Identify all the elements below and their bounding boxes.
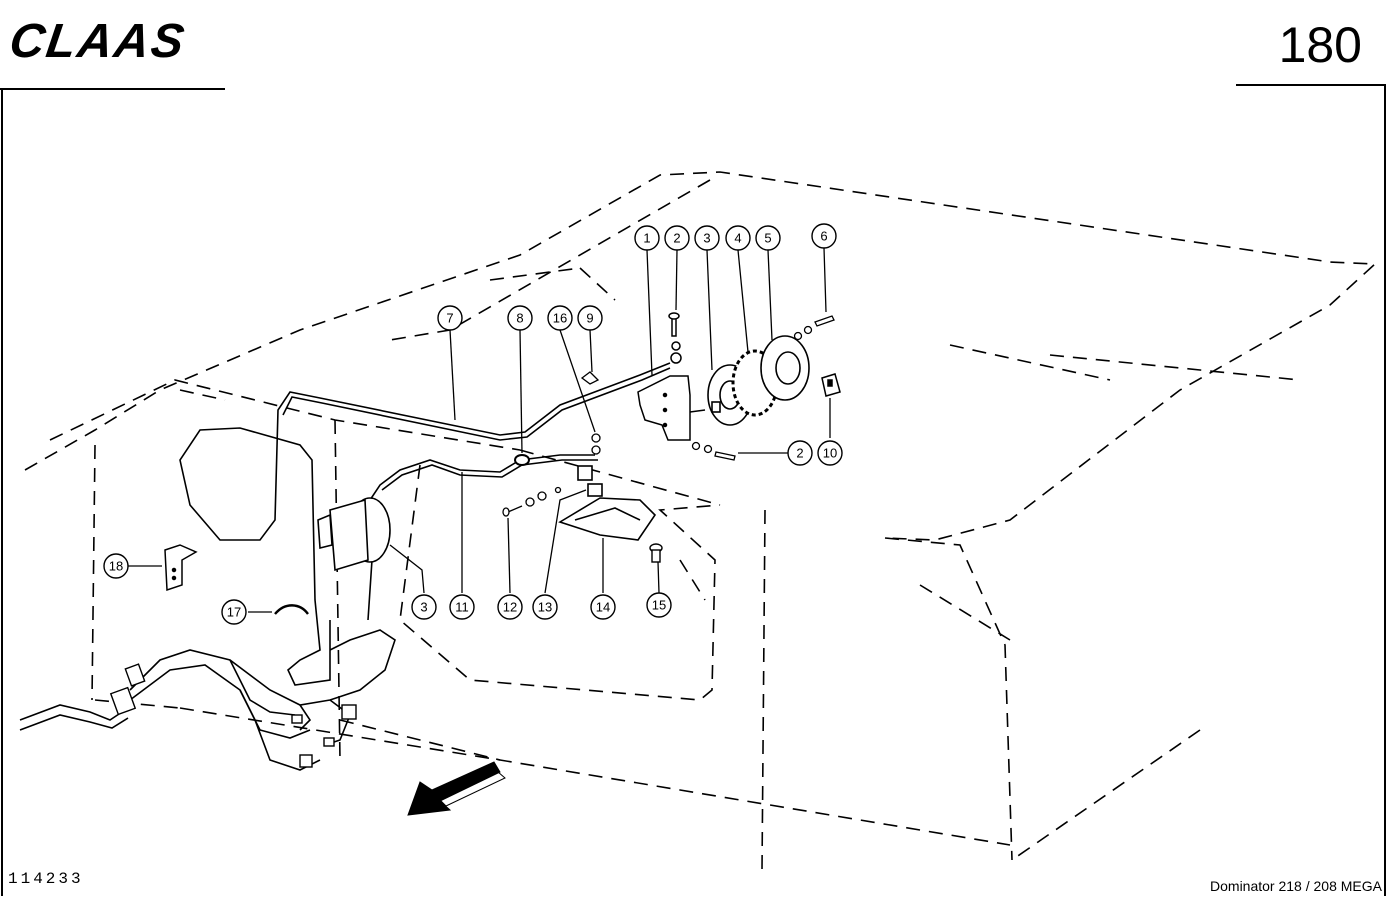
grommet-8 xyxy=(514,454,530,466)
callout-number: 15 xyxy=(652,598,666,613)
callout-circle xyxy=(694,225,720,251)
callout-circle xyxy=(411,594,437,620)
work-lamp-14 xyxy=(558,465,657,541)
drawing-number: 114233 xyxy=(8,870,84,888)
frame-right-border xyxy=(1384,84,1386,896)
switch-10 xyxy=(821,373,841,397)
callout-c4: 4 xyxy=(725,225,751,251)
machine-outline xyxy=(24,171,1377,871)
callout-c3b: 3 xyxy=(411,594,437,620)
wire-harness xyxy=(19,362,671,771)
callout-number: 16 xyxy=(553,311,567,326)
callout-number: 17 xyxy=(227,605,241,620)
callout-circle xyxy=(449,594,475,620)
callout-c3a: 3 xyxy=(694,225,720,251)
callout-circle xyxy=(634,225,660,251)
callout-number: 6 xyxy=(820,229,827,244)
callout-number: 2 xyxy=(673,231,680,246)
callout-circle xyxy=(103,553,129,579)
callout-c2b: 2 xyxy=(787,440,813,466)
connectors xyxy=(109,663,357,768)
callout-number: 1 xyxy=(643,231,650,246)
callout-number: 14 xyxy=(596,600,610,615)
callout-c11: 11 xyxy=(449,594,475,620)
callout-c1: 1 xyxy=(634,225,660,251)
callout-circle xyxy=(577,305,603,331)
callout-c8: 8 xyxy=(507,305,533,331)
callout-circle xyxy=(646,592,672,618)
callout-c13: 13 xyxy=(532,594,558,620)
bolt-15 xyxy=(649,543,663,563)
callout-circle xyxy=(437,305,463,331)
callout-circle xyxy=(590,594,616,620)
callout-number: 3 xyxy=(703,231,710,246)
callout-circle xyxy=(755,225,781,251)
callout-circle xyxy=(664,225,690,251)
cover-5 xyxy=(760,335,810,401)
callout-c17: 17 xyxy=(221,599,247,625)
callout-number: 4 xyxy=(734,231,741,246)
callout-c14: 14 xyxy=(590,594,616,620)
frame-left-border xyxy=(1,88,3,896)
model-label: Dominator 218 / 208 MEGA xyxy=(1210,878,1382,894)
callout-number: 13 xyxy=(538,600,552,615)
callout-c18: 18 xyxy=(103,553,129,579)
callout-number: 8 xyxy=(516,311,523,326)
callout-circle xyxy=(787,440,813,466)
callout-number: 7 xyxy=(446,311,453,326)
bolts-2-6 xyxy=(691,315,835,461)
callout-circle xyxy=(532,594,558,620)
callout-number: 9 xyxy=(586,311,593,326)
lamp-assembly-left xyxy=(317,497,391,572)
callout-number: 3 xyxy=(420,600,427,615)
bolt-washer-12-13 xyxy=(502,486,562,517)
callout-c2a: 2 xyxy=(664,225,690,251)
callout-number: 12 xyxy=(503,600,517,615)
callout-number: 18 xyxy=(109,559,123,574)
callout-c9: 9 xyxy=(577,305,603,331)
page-number: 180 xyxy=(1278,17,1362,73)
callout-number: 10 xyxy=(823,446,837,461)
leader-lines xyxy=(128,247,831,613)
callout-circle xyxy=(817,440,843,466)
direction-arrow xyxy=(407,761,506,816)
page-number-rule xyxy=(1236,84,1384,86)
bracket-1 xyxy=(637,312,691,441)
callout-circle xyxy=(725,225,751,251)
clip-17 xyxy=(274,604,309,615)
callout-circle xyxy=(507,305,533,331)
callout-circle xyxy=(811,223,837,249)
brand-rule xyxy=(0,88,225,90)
callout-number: 5 xyxy=(764,231,771,246)
callout-circle xyxy=(547,305,573,331)
callout-circle xyxy=(221,599,247,625)
callout-c15: 15 xyxy=(646,592,672,618)
callout-number: 2 xyxy=(796,446,803,461)
callout-c5: 5 xyxy=(755,225,781,251)
callout-c10: 10 xyxy=(817,440,843,466)
callout-c12: 12 xyxy=(497,594,523,620)
bracket-18 xyxy=(164,544,198,592)
callout-c16: 16 xyxy=(547,305,573,331)
callout-c6: 6 xyxy=(811,223,837,249)
callout-number: 11 xyxy=(455,600,469,615)
callout-circle xyxy=(497,594,523,620)
callout-c7: 7 xyxy=(437,305,463,331)
clamp-9 xyxy=(580,371,601,455)
